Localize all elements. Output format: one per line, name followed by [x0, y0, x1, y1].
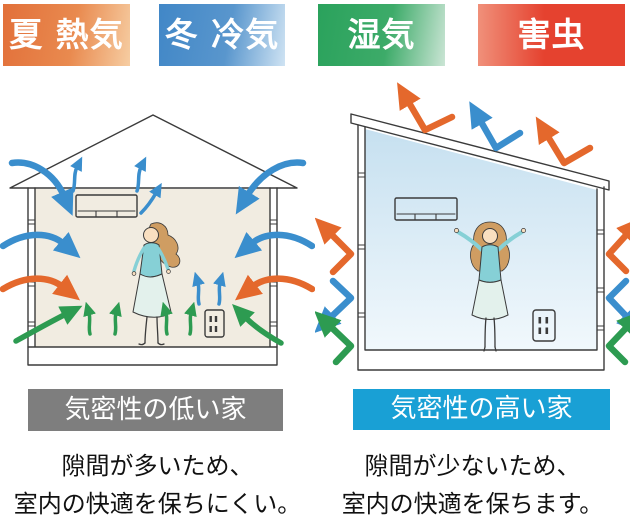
left-hand — [454, 228, 459, 233]
left-arm — [456, 230, 485, 253]
left-hand — [131, 271, 137, 276]
deflected-right-wall-arrows — [605, 216, 630, 366]
skirt — [471, 279, 509, 320]
tag-humidity: 湿気 — [318, 4, 445, 66]
low-airtightness-caption: 隙間が多いため、 室内の快適を保ちにくい。 — [0, 447, 315, 523]
legs — [484, 317, 496, 348]
caption-line: 隙間が多いため、 — [61, 452, 254, 480]
deflected-left-wall-arrows — [315, 217, 355, 366]
high-airtight-house-illustration — [315, 82, 630, 371]
left-arm — [132, 246, 146, 273]
head — [143, 227, 159, 243]
woman-figure — [454, 221, 526, 352]
caption-line: 室内の快適を保ちます。 — [341, 490, 604, 518]
outer-walls — [357, 124, 605, 371]
right-hand — [521, 228, 526, 233]
high-airtightness-caption: 隙間が少ないため、 室内の快適を保ちます。 — [315, 447, 630, 523]
head — [482, 228, 498, 244]
outlet — [532, 309, 556, 342]
roof — [350, 113, 610, 191]
deflected-roof-arrows — [397, 82, 594, 167]
green-infiltration-arrows — [13, 301, 284, 346]
inner-walls-floor — [27, 187, 278, 348]
air-conditioner — [394, 197, 458, 221]
right-arm — [156, 246, 170, 271]
right-arm — [495, 230, 524, 253]
wall-joint-marks — [357, 172, 605, 331]
air-conditioner — [75, 194, 138, 218]
feet — [138, 342, 165, 346]
feet — [483, 346, 497, 352]
woman-figure — [131, 222, 181, 346]
tag-pests: 害虫 — [478, 4, 625, 66]
high-airtightness-label: 気密性の高い家 — [353, 389, 610, 430]
outlet — [204, 309, 225, 338]
blue-infiltration-arrows — [0, 156, 315, 306]
right-hand — [166, 269, 171, 274]
low-airtightness-label: 気密性の低い家 — [28, 389, 283, 431]
tag-summer-heat: 夏 熱気 — [3, 4, 130, 66]
caption-line: 隙間が少ないため、 — [364, 452, 581, 480]
tag-winter-cold: 冬 冷気 — [159, 4, 285, 66]
orange-infiltration-arrows — [0, 274, 315, 301]
low-airtight-house-illustration — [0, 114, 315, 366]
caption-line: 室内の快適を保ちにくい。 — [13, 490, 302, 518]
top — [478, 244, 502, 283]
legs — [144, 316, 159, 344]
